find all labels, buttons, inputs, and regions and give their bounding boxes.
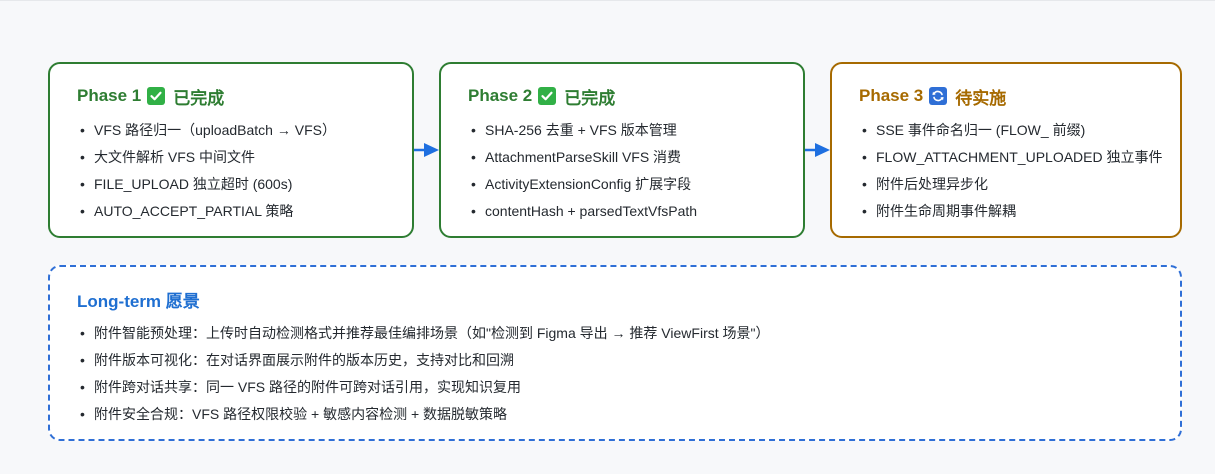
list-item: • 附件版本可视化：在对话界面展示附件的版本历史，支持对比和回溯 (77, 347, 1180, 374)
item-text: 附件智能预处理：上传时自动检测格式并推荐最佳编排场景（如"检测到 Figma 导… (94, 325, 770, 341)
phase-3-card: Phase 3 待实施 • SSE 事件命名归一 (FLOW_ 前缀) • FLOW… (830, 62, 1182, 238)
longterm-list: • 附件智能预处理：上传时自动检测格式并推荐最佳编排场景（如"检测到 Figma … (77, 320, 1180, 428)
bullet: • (80, 203, 85, 219)
list-item: • FILE_UPLOAD 独立超时 (600s) (77, 171, 412, 198)
item-text: FILE_UPLOAD 独立超时 (600s) (94, 176, 293, 192)
item-text: SSE 事件命名归一 (FLOW_ 前缀) (876, 122, 1086, 138)
phase-2-title: Phase 2 已完成 (468, 84, 803, 108)
item-text: VFS 路径归一（uploadBatch → VFS） (94, 122, 336, 138)
item-text: 大文件解析 VFS 中间文件 (94, 149, 256, 165)
phase-2-name: Phase 2 (468, 86, 533, 105)
phase-1-card: Phase 1 已完成 • VFS 路径归一（uploadBatch → VFS）… (48, 62, 414, 238)
item-text: 附件后处理异步化 (876, 176, 988, 192)
phase-2-card: Phase 2 已完成 • SHA-256 去重 + VFS 版本管理 • Atta… (439, 62, 805, 238)
list-item: • VFS 路径归一（uploadBatch → VFS） (77, 117, 412, 144)
bullet: • (862, 149, 867, 165)
bullet: • (862, 122, 867, 138)
phase-3-list: • SSE 事件命名归一 (FLOW_ 前缀) • FLOW_ATTACHMENT_… (859, 117, 1180, 225)
list-item: • 附件生命周期事件解耦 (859, 198, 1180, 225)
bullet: • (80, 325, 85, 341)
bullet: • (471, 122, 476, 138)
item-text: AUTO_ACCEPT_PARTIAL 策略 (94, 203, 294, 219)
list-item: • contentHash + parsedTextVfsPath (468, 198, 803, 225)
phase-1-name: Phase 1 (77, 86, 142, 105)
item-text: 附件安全合规：VFS 路径权限校验 + 敏感内容检测 + 数据脱敏策略 (94, 406, 508, 422)
list-item: • FLOW_ATTACHMENT_UPLOADED 独立事件 (859, 144, 1180, 171)
bullet: • (80, 379, 85, 395)
longterm-card: Long-term 愿景 • 附件智能预处理：上传时自动检测格式并推荐最佳编排场景… (48, 265, 1182, 441)
item-text: 附件生命周期事件解耦 (876, 203, 1016, 219)
item-text: ActivityExtensionConfig 扩展字段 (485, 176, 692, 192)
item-text: AttachmentParseSkill VFS 消费 (485, 149, 682, 165)
item-text: SHA-256 去重 + VFS 版本管理 (485, 122, 677, 138)
refresh-icon (929, 87, 948, 105)
arrow-right-icon (414, 143, 439, 157)
item-text: 附件跨对话共享：同一 VFS 路径的附件可跨对话引用，实现知识复用 (94, 379, 522, 395)
bullet: • (80, 352, 85, 368)
phase-1-status: 已完成 (173, 88, 225, 108)
bullet: • (80, 149, 85, 165)
list-item: • SHA-256 去重 + VFS 版本管理 (468, 117, 803, 144)
list-item: • AttachmentParseSkill VFS 消费 (468, 144, 803, 171)
list-item: • 附件安全合规：VFS 路径权限校验 + 敏感内容检测 + 数据脱敏策略 (77, 401, 1180, 428)
phase-3-status: 待实施 (955, 88, 1007, 108)
item-text: 附件版本可视化：在对话界面展示附件的版本历史，支持对比和回溯 (94, 352, 514, 368)
bullet: • (80, 176, 85, 192)
item-text: FLOW_ATTACHMENT_UPLOADED 独立事件 (876, 149, 1163, 165)
list-item: • 附件跨对话共享：同一 VFS 路径的附件可跨对话引用，实现知识复用 (77, 374, 1180, 401)
phase-3-title: Phase 3 待实施 (859, 84, 1180, 108)
longterm-title: Long-term 愿景 (77, 291, 200, 311)
bullet: • (862, 176, 867, 192)
phase-2-list: • SHA-256 去重 + VFS 版本管理 • AttachmentParseS… (468, 117, 803, 225)
phase-1-title: Phase 1 已完成 (77, 84, 412, 108)
check-icon (147, 87, 166, 105)
bullet: • (80, 406, 85, 422)
check-icon (538, 87, 557, 105)
phase-3-name: Phase 3 (859, 86, 924, 105)
list-item: • 附件后处理异步化 (859, 171, 1180, 198)
list-item: • 附件智能预处理：上传时自动检测格式并推荐最佳编排场景（如"检测到 Figma … (77, 320, 1180, 347)
list-item: • AUTO_ACCEPT_PARTIAL 策略 (77, 198, 412, 225)
bullet: • (80, 122, 85, 138)
bullet: • (471, 203, 476, 219)
bullet: • (862, 203, 867, 219)
phase-2-status: 已完成 (564, 88, 616, 108)
bullet: • (471, 176, 476, 192)
phase-1-list: • VFS 路径归一（uploadBatch → VFS） • 大文件解析 VFS … (77, 117, 412, 225)
list-item: • SSE 事件命名归一 (FLOW_ 前缀) (859, 117, 1180, 144)
list-item: • 大文件解析 VFS 中间文件 (77, 144, 412, 171)
list-item: • ActivityExtensionConfig 扩展字段 (468, 171, 803, 198)
item-text: contentHash + parsedTextVfsPath (485, 203, 698, 219)
bullet: • (471, 149, 476, 165)
arrow-right-icon (805, 143, 830, 157)
